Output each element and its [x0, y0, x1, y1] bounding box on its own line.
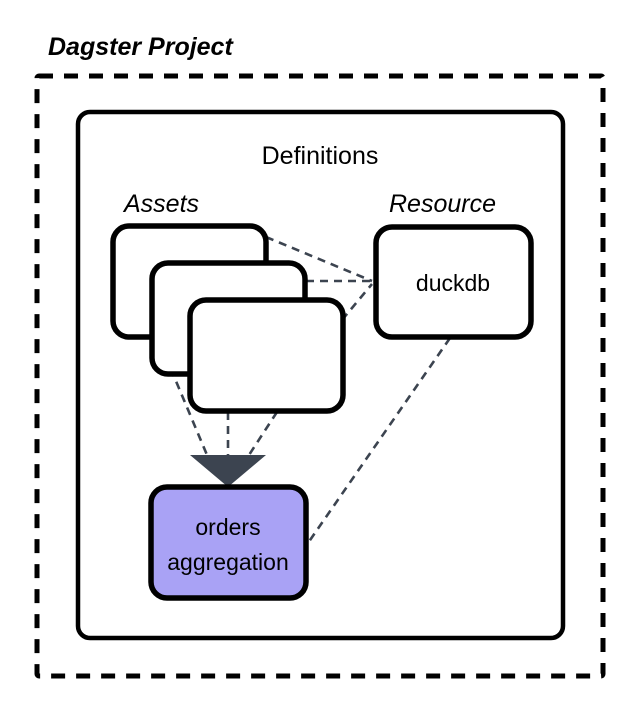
definitions-label: Definitions [262, 142, 379, 170]
edge-asset-card-3-to-duckdb [341, 283, 373, 321]
convergence-arrowhead [190, 455, 266, 487]
resource-group-label: Resource [389, 190, 496, 218]
page-title: Dagster Project [48, 33, 234, 61]
edge-asset-card-1-to-duckdb [265, 235, 373, 283]
asset-card-3[interactable] [187, 297, 346, 414]
duckdb-node-label: duckdb [416, 270, 490, 296]
dagster-project-boundary [34, 73, 606, 679]
definitions-boundary [75, 109, 566, 641]
orders-aggregation-label-line-1: orders [195, 514, 260, 540]
orders-aggregation-node[interactable] [148, 484, 309, 601]
edge-asset-card-3-to-orders [247, 411, 279, 456]
duckdb-node[interactable] [373, 224, 534, 340]
assets-group-label: Assets [122, 190, 199, 218]
orders-aggregation-label-line-2: aggregation [167, 549, 289, 575]
